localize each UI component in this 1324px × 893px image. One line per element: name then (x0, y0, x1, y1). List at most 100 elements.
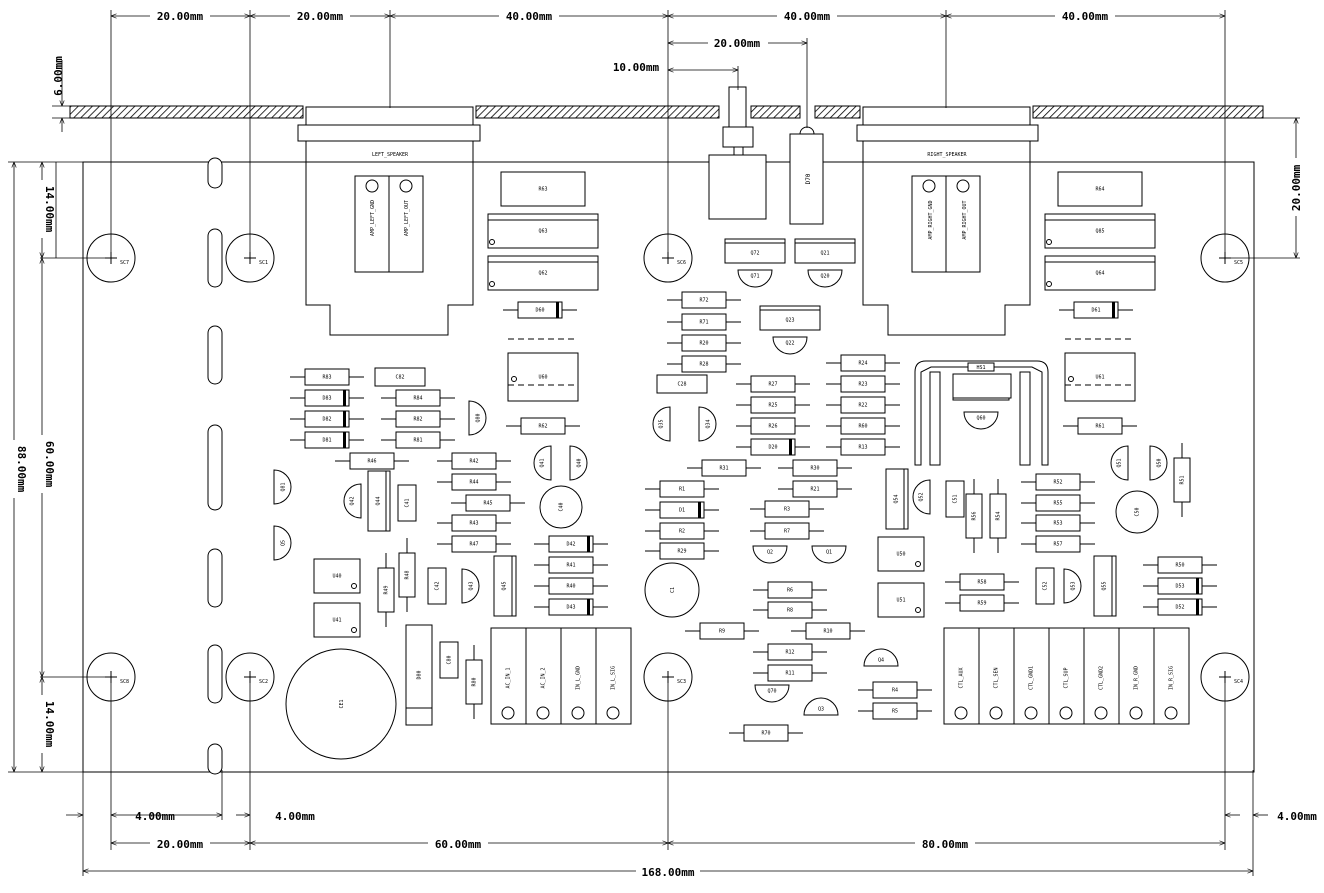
dim-bottom-small-right: 4.00mm (1277, 810, 1317, 823)
dim-total: 168.00mm (642, 866, 695, 879)
transistor-q50: Q50 (1149, 445, 1168, 481)
svg-text:R30: R30 (810, 466, 819, 472)
svg-text:Q64: Q64 (1095, 271, 1104, 277)
transistor-q51: Q51 (1110, 445, 1129, 481)
svg-text:R8: R8 (787, 608, 793, 614)
left-speaker-connector: LEFT_SPEAKER AMP_LEFT_GND AMP_LEFT_OUT (297, 106, 481, 336)
right-speaker-label: RIGHT_SPEAKER (927, 152, 967, 158)
svg-text:SC2: SC2 (259, 679, 268, 685)
svg-text:R53: R53 (1053, 521, 1062, 527)
svg-text:Q35: Q35 (659, 419, 665, 428)
diode-d61: D61 (1059, 301, 1133, 319)
terminal-in-r-sig: IN_R_SIG (1153, 627, 1190, 725)
svg-text:Q2: Q2 (767, 550, 773, 556)
transistor-q1: Q1 (811, 545, 847, 564)
svg-text:D83: D83 (322, 396, 331, 402)
svg-text:R71: R71 (699, 320, 708, 326)
svg-text:R12: R12 (785, 650, 794, 656)
svg-text:R11: R11 (785, 671, 794, 677)
svg-text:R43: R43 (469, 521, 478, 527)
resistor-r41: R41 (534, 556, 608, 574)
resistor-r52: R52 (1021, 473, 1095, 491)
transistor-q44: Q44 (367, 470, 391, 532)
svg-text:SC1: SC1 (259, 260, 268, 266)
svg-text:U50: U50 (896, 552, 905, 558)
svg-text:R49: R49 (384, 585, 390, 594)
resistor-r81: R81 (381, 431, 455, 449)
dim-top-4: 40.00mm (784, 10, 831, 23)
capacitor-c40: C40 (539, 485, 583, 529)
dim-left-lower: 14.00mm (43, 701, 56, 748)
svg-text:Q22: Q22 (785, 341, 794, 347)
ic-u61: U61 (1064, 338, 1136, 402)
svg-text:D53: D53 (1175, 584, 1184, 590)
svg-text:C41: C41 (405, 498, 411, 507)
transistor-q45: Q45 (493, 555, 517, 617)
svg-text:Q42: Q42 (350, 496, 356, 505)
resistor-r6: R6 (753, 581, 827, 599)
dim-panel-6: 6.00mm (52, 56, 65, 96)
resistor-r58: R58 (945, 573, 1019, 591)
svg-text:R64: R64 (1095, 187, 1104, 193)
terminal-ac-in-2: AC_IN_2 (525, 627, 562, 725)
svg-text:R46: R46 (367, 459, 376, 465)
resistor-r1: R1 (645, 480, 719, 498)
ic-u60: U60 (507, 338, 579, 402)
dim-bottom-small-mid: 4.00mm (275, 810, 315, 823)
transistor-q53: Q53 (1063, 568, 1082, 604)
capacitor-c41: C41 (397, 484, 417, 522)
svg-text:D42: D42 (566, 542, 575, 548)
resistor-r23: R23 (826, 375, 900, 393)
svg-text:Q41: Q41 (540, 458, 546, 467)
svg-text:R70: R70 (761, 731, 770, 737)
svg-text:R63: R63 (538, 187, 547, 193)
svg-text:C40: C40 (559, 502, 565, 511)
resistor-r70: R70 (729, 724, 803, 742)
svg-text:R28: R28 (699, 362, 708, 368)
svg-text:C50: C50 (1135, 507, 1141, 516)
terminal-ctl-gnd1: CTL_GND1 (1013, 627, 1050, 725)
svg-text:R31: R31 (719, 466, 728, 472)
svg-text:R51: R51 (1180, 475, 1186, 484)
capacitor-c82: C82 (374, 367, 426, 387)
resistor-r43: R43 (437, 514, 511, 532)
resistor-r11: R11 (753, 664, 827, 682)
slot-holes (207, 157, 223, 775)
svg-text:R42: R42 (469, 459, 478, 465)
dim-top-3: 40.00mm (506, 10, 553, 23)
resistor-r59: R59 (945, 594, 1019, 612)
terminal-in-r-gnd: IN_R_GND (1118, 627, 1155, 725)
transistor-q85: Q85 (1044, 213, 1156, 249)
dim-bottom-small-left: 4.00mm (135, 810, 175, 823)
terminal-in-l-gnd: IN_L_GND (560, 627, 597, 725)
transistor-q63: Q63 (487, 213, 599, 249)
svg-text:AC_IN_1: AC_IN_1 (506, 667, 512, 688)
transistor-q34: Q34 (698, 406, 717, 442)
svg-text:R5: R5 (892, 709, 898, 715)
svg-text:R55: R55 (1053, 501, 1062, 507)
svg-text:C52: C52 (1043, 581, 1049, 590)
resistor-r63: R63 (500, 171, 586, 207)
transistor-q35: Q35 (652, 406, 671, 442)
resistor-r7: R7 (750, 522, 824, 540)
svg-text:Q45: Q45 (502, 581, 508, 590)
dim-top-5: 40.00mm (1062, 10, 1109, 23)
svg-text:AC_IN_2: AC_IN_2 (541, 667, 547, 688)
svg-text:D82: D82 (322, 417, 331, 423)
svg-text:R72: R72 (699, 298, 708, 304)
terminal-ctl-sen: CTL_SEN (978, 627, 1015, 725)
diode-d1: D1 (645, 501, 719, 519)
resistor-r28: R28 (667, 355, 741, 373)
diode-d60: D60 (503, 301, 577, 319)
capacitor-c1: C1 + (644, 562, 700, 618)
ic-u41: U41 (313, 602, 361, 638)
svg-text:Q63: Q63 (538, 229, 547, 235)
resistor-r2: R2 (645, 522, 719, 540)
svg-text:U61: U61 (1095, 375, 1104, 381)
resistor-r45: R45 (451, 494, 525, 512)
resistor-r56: R56 (965, 479, 983, 553)
amp-right-gnd-label: AMP_RIGHT_GND (928, 200, 934, 239)
svg-text:SC3: SC3 (677, 679, 686, 685)
svg-text:+: + (659, 573, 664, 582)
